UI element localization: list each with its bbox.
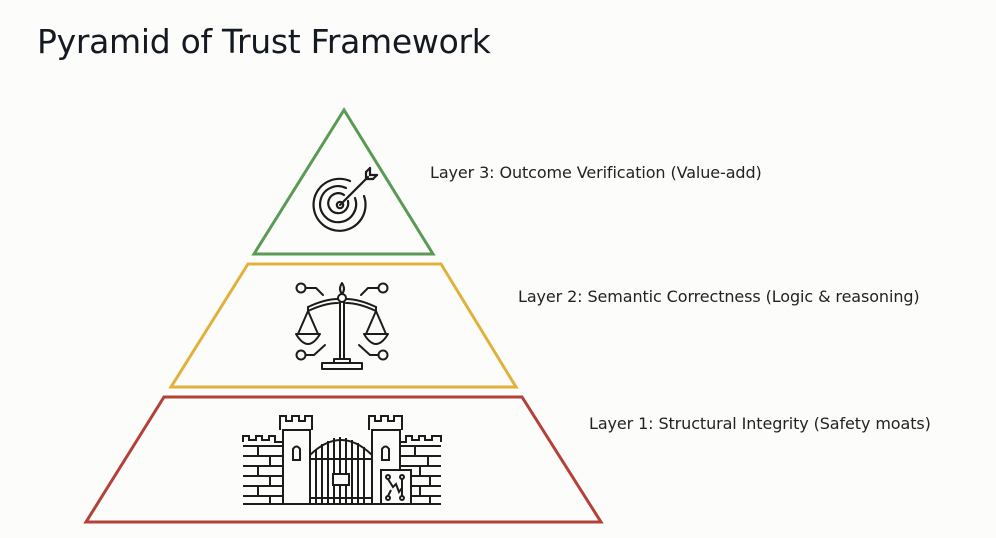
layer-2-trapezoid <box>168 262 519 389</box>
castle-gate-icon <box>242 415 442 505</box>
layer-2-label: Layer 2: Semantic Correctness (Logic & r… <box>518 287 920 306</box>
layer-3-triangle <box>251 107 436 256</box>
layer-3-label: Layer 3: Outcome Verification (Value-add… <box>430 163 762 182</box>
pyramid-layer-2 <box>168 262 519 389</box>
pyramid-layer-3 <box>251 107 436 256</box>
pyramid-layer-1 <box>83 395 604 524</box>
page-title: Pyramid of Trust Framework <box>37 22 491 61</box>
target-icon <box>312 166 379 232</box>
layer-1-label: Layer 1: Structural Integrity (Safety mo… <box>589 414 931 433</box>
layer-1-trapezoid <box>83 395 604 524</box>
scales-of-justice-icon <box>295 282 389 370</box>
